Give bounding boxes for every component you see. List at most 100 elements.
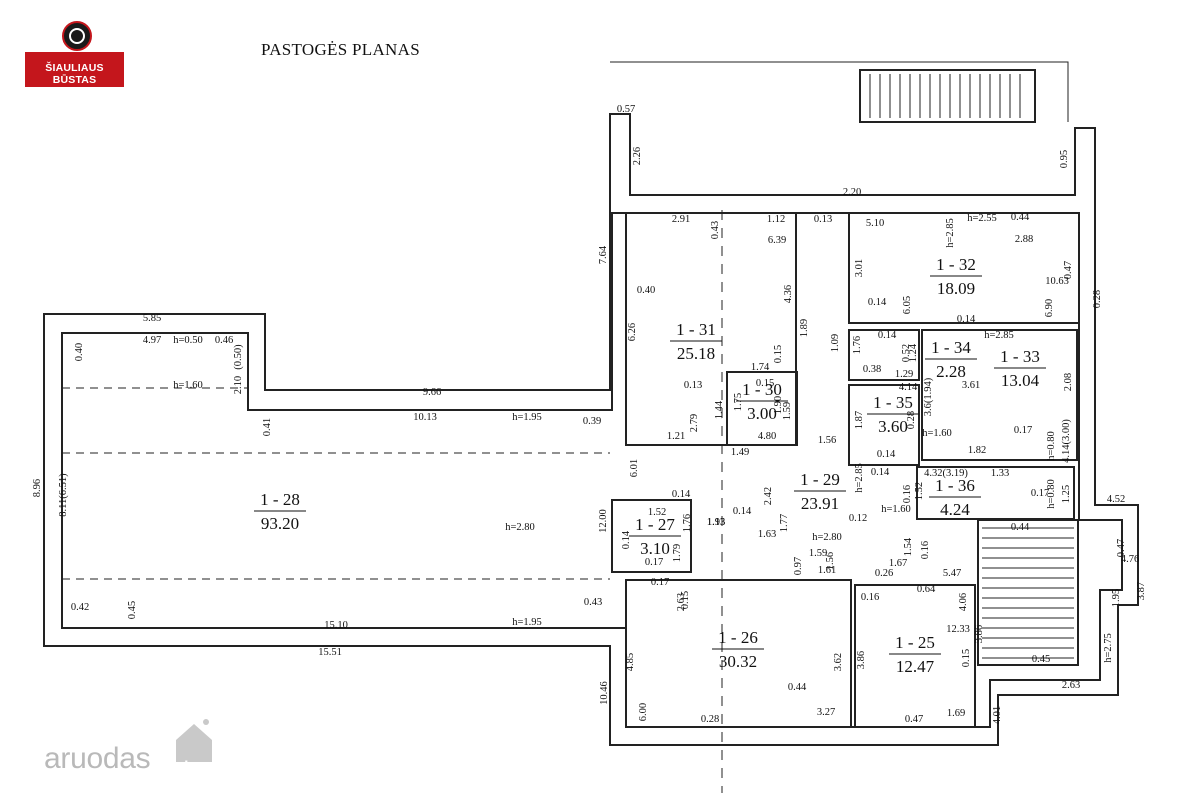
dimension-label: 1.13 [707,517,725,528]
dimension-label: 4.32(3.19) [924,468,968,479]
dimension-label: h=1.95 [512,412,542,423]
dimension-label: 1.21 [667,431,685,442]
dimension-label: 1.56 [825,552,836,570]
dimension-label: 1.87 [854,411,865,429]
dimension-label: 1.52 [914,482,925,500]
room-label-1-31: 1 - 31 [676,320,716,339]
dimension-label: h=2.80 [812,532,842,543]
room-label-1-36: 1 - 36 [935,476,975,495]
dimension-label: 0.14 [878,330,897,341]
dimension-label: 5.47 [943,568,961,579]
dimension-label: 7.64 [598,245,609,264]
dimension-label: 3.62 [833,653,844,671]
dimension-label: 0.14 [868,297,887,308]
dimension-label: h=1.60 [881,504,911,515]
dimension-label: h=0.80 [1046,479,1057,509]
dimension-label: 6.90 [1044,299,1055,317]
dimension-label: 1.44 [714,400,725,419]
dimension-label: 1.24 [908,343,919,362]
dimension-label: h=1.60 [173,380,203,391]
dimension-label: 1.89 [799,319,810,337]
dimension-label: 1.29 [895,369,913,380]
dimension-label: 0.38 [863,364,881,375]
dimension-label: 0.45 [1032,654,1050,665]
dimension-label: 1.90 [773,396,784,414]
room-area: 3.10 [640,539,670,558]
dimension-label: 0.43 [710,221,721,239]
room-wall-1-32 [848,212,1080,324]
dimension-label: h=0.50 [173,335,203,346]
dimension-label: 3.27 [817,707,835,718]
dimension-label: 4.14(3.00) [1061,419,1072,463]
room-label-1-34: 1 - 34 [931,338,971,357]
room-label-1-29: 1 - 29 [800,470,840,489]
dimension-label: 5.10 [866,218,884,229]
dimension-label: h=2.85 [945,218,956,248]
dimension-label: 1.56 [818,435,836,446]
dimension-label: 2.79 [689,414,700,432]
room-wall-1-34 [848,329,920,381]
dimension-label: 0.47 [1116,539,1127,557]
dimension-label: 4.36 [783,285,794,303]
dimension-label: 0.28 [1092,290,1103,308]
stair-right [977,519,1079,666]
dimension-label: 0.14 [877,449,896,460]
dimension-label: 0.44 [1011,522,1030,533]
dimension-label: 0.28 [906,411,917,429]
dimension-label: 0.14 [621,530,632,549]
dimension-label: (0.50) [233,344,244,370]
dimension-label: 12.00 [598,509,609,533]
dimension-label: 0.15 [773,345,784,363]
dimension-label: 1.79 [672,544,683,562]
dimension-label: 8.96 [32,479,43,497]
dimension-label: 3.86 [974,625,985,643]
dimension-label: 0.15 [961,649,972,667]
dimension-label: 0.15 [680,591,691,609]
room-area: 25.18 [677,344,715,363]
dimension-label: h=1.60 [922,428,952,439]
room-area: 13.04 [1001,371,1040,390]
room-label-1-27: 1 - 27 [635,515,675,534]
room-wall-1-33 [921,329,1078,461]
room-area: 4.24 [940,500,970,519]
dimension-label: h=2.75 [1103,633,1114,663]
stair-top [859,69,1036,123]
dimension-label: 1.77 [779,514,790,532]
dimension-label: 1.54 [903,537,914,556]
dimension-label: 4.01 [992,706,1003,724]
dimension-label: 0.17 [1014,425,1032,436]
room-area: 23.91 [801,494,839,513]
room-label-1-30: 1 - 30 [742,380,782,399]
dimension-label: 1.61 [818,565,836,576]
dimension-label: 0.40 [637,285,655,296]
dimension-label: 10.63 [1045,276,1069,287]
dimension-label: 1.93 [707,517,725,528]
dimension-label: 4.76 [1121,554,1139,565]
dimension-label: 6.39 [768,235,786,246]
room-area: 3.00 [747,404,777,423]
dimension-label: 1.82 [968,445,986,456]
dimension-label: 2.08 [1063,373,1074,391]
dimension-label: h=2.85 [984,330,1014,341]
dimension-label: 0.17 [645,557,663,568]
dimension-label: 1.95 [1111,589,1122,607]
dimension-label: 0.45 [127,601,138,619]
dimension-label: 10.13 [413,412,437,423]
dimension-label: 4.52 [1107,494,1125,505]
dimension-label: 0.17 [651,577,669,588]
dimension-label: 4.85 [625,653,636,671]
dimension-label: 1.12 [767,214,785,225]
dimension-label: 3.86 [856,651,867,669]
dimension-label: 5.85 [143,313,161,324]
dimension-label: 1.76 [682,514,693,532]
room-wall-1-31 [625,212,797,446]
dimension-label: 0.52 [901,344,912,362]
room-label-1-28: 1 - 28 [260,490,300,509]
dimension-label: 1.74 [751,362,770,373]
dimension-label: 0.13 [814,214,832,225]
dimension-label: 2.91 [672,214,690,225]
dimension-label: 15.10 [324,620,348,631]
dimension-label: 0.44 [1011,212,1030,223]
dimension-label: 2.20 [843,187,861,198]
dimension-label: 6.00 [638,703,649,721]
